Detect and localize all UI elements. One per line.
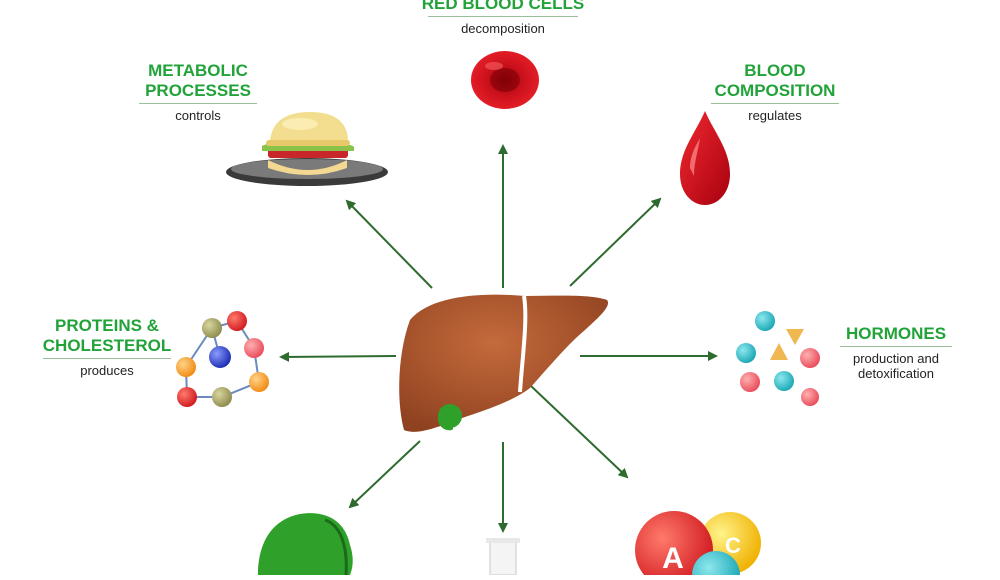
arrow-to-bile [348,440,421,509]
red-blood-cells-title: RED BLOOD CELLS [421,0,585,13]
arrow-to-blood-composition [569,197,662,287]
blood-composition-title-line2: COMPOSITION [714,81,836,100]
label-proteins-cholesterol: PROTEINS & CHOLESTEROL produces [37,316,177,378]
metabolic-caption: controls [175,108,221,123]
divider [428,16,578,17]
label-hormones: HORMONES production and detoxification [838,324,954,381]
metabolic-title-line1: METABOLIC [148,61,248,80]
test-tube-icon [486,538,520,576]
gallbladder-icon [258,513,353,576]
label-red-blood-cells: RED BLOOD CELLS decomposition [418,0,588,36]
proteins-caption: produces [80,363,134,378]
label-metabolic-processes: METABOLIC PROCESSES controls [138,61,258,123]
divider [711,103,839,104]
vitamin-c-letter: C [725,533,741,558]
arrows [279,144,718,533]
red-blood-cells-caption: decomposition [461,21,545,36]
red-blood-cell-icon [471,51,539,109]
burger-icon [226,112,388,186]
vitamin-a-letter: A [662,542,684,575]
vitamin-balls-icon: A C [635,511,761,580]
arrow-to-metabolic [345,199,433,289]
arrow-to-proteins [279,351,397,362]
blood-composition-caption: regulates [748,108,802,123]
hormones-caption-line1: production and [852,351,939,366]
hormones-caption-line2: detoxification [858,366,934,381]
hormone-molecules-icon [736,311,820,406]
proteins-title-line1: PROTEINS & [55,316,159,335]
divider [840,346,952,347]
metabolic-title-line2: PROCESSES [145,81,251,100]
blood-drop-icon [680,111,730,205]
label-blood-composition: BLOOD COMPOSITION regulates [708,61,842,123]
hormones-title: HORMONES [845,324,947,343]
divider [139,103,257,104]
liver-icon [399,294,609,432]
molecule-chain-icon [176,311,269,407]
blood-composition-title-line1: BLOOD [744,61,806,80]
proteins-title-line2: CHOLESTEROL [42,336,172,355]
divider [43,358,171,359]
arrow-to-vitamins [530,385,629,479]
